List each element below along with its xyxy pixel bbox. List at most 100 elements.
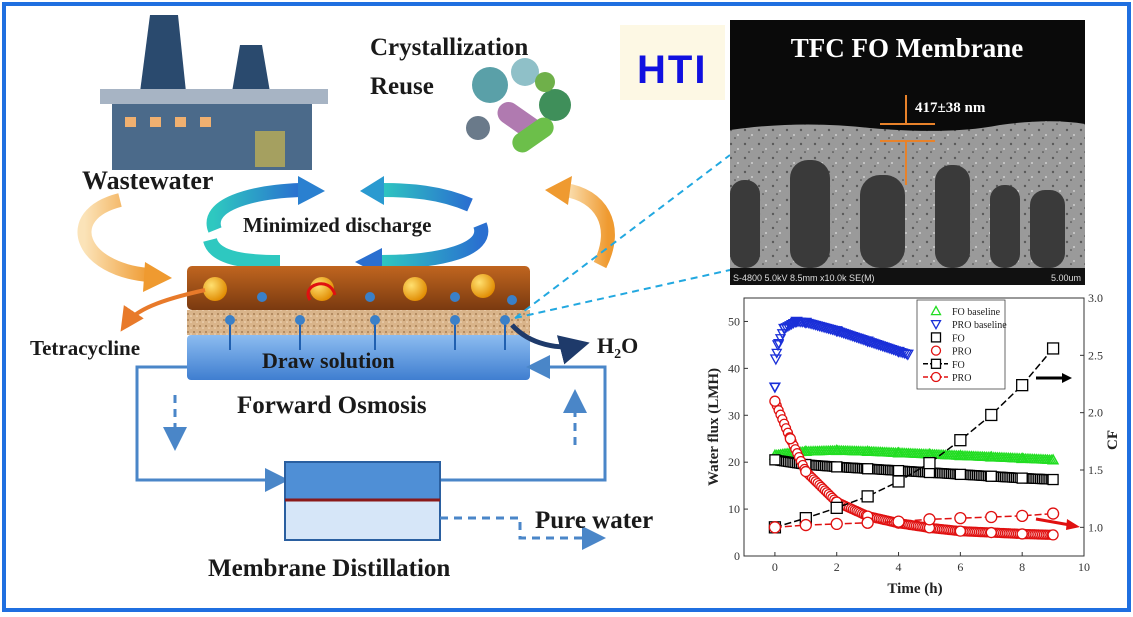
legend-marker [930, 332, 942, 343]
sem-thickness-label: 417±38 nm [915, 100, 986, 116]
fo-membrane-module [187, 266, 530, 380]
data-point [985, 408, 998, 422]
active-layer [187, 266, 530, 310]
data-point [985, 510, 998, 524]
data-point [954, 434, 967, 447]
data-point [892, 346, 905, 358]
zoom-line-bottom [514, 269, 731, 319]
sem-image [730, 20, 1085, 285]
series-line [774, 347, 1054, 529]
pure-water-label: Pure water [535, 507, 653, 534]
data-point [954, 512, 967, 525]
recirculation-loop [135, 355, 607, 492]
draw-solution-chamber [187, 335, 530, 380]
membrane-distillation-label: Membrane Distillation [208, 555, 450, 582]
data-point [861, 490, 874, 503]
data-point [985, 450, 998, 462]
data-point [892, 515, 905, 528]
minimized-discharge-cycle-arrow [203, 176, 489, 276]
data-point [1046, 507, 1060, 520]
x-tick-label: 6 [957, 560, 963, 574]
data-point [769, 354, 782, 366]
data-point [892, 464, 905, 477]
x-tick-label: 8 [1019, 560, 1025, 574]
factory-icon [100, 15, 328, 170]
series-fo-baseline-left [768, 444, 1060, 465]
data-point [892, 475, 905, 488]
x-tick-label: 2 [834, 560, 840, 574]
y-tick-label: 0 [734, 549, 740, 563]
data-point [861, 336, 874, 348]
reuse-label: Reuse [370, 73, 434, 100]
data-point [1047, 473, 1059, 486]
wastewater-feed-arrow [77, 193, 151, 282]
y2-tick-label: 2.0 [1088, 406, 1103, 420]
legend-label: PRO [952, 347, 971, 358]
legend-label: FO [952, 333, 965, 344]
y-tick-label: 20 [728, 455, 740, 469]
crystallization-label: Crystallization [370, 34, 528, 61]
data-point [771, 348, 783, 359]
wastewater-label: Wastewater [82, 166, 213, 195]
data-point [1016, 452, 1029, 464]
data-point [1016, 378, 1029, 392]
data-point [1046, 453, 1060, 465]
y2-axis-label: CF [1105, 430, 1121, 450]
data-point [861, 463, 874, 475]
data-point [768, 521, 782, 534]
y2-tick-label: 2.5 [1088, 348, 1103, 362]
x-tick-label: 4 [896, 560, 902, 574]
data-point [771, 340, 785, 352]
y-tick-label: 40 [728, 361, 740, 375]
data-point [790, 316, 803, 328]
md-module [284, 461, 441, 541]
data-point [799, 445, 812, 457]
data-point [985, 526, 997, 539]
sem-info: S-4800 5.0kV 8.5mm x10.0k SE(M) [733, 273, 875, 283]
hti-label: HTI [637, 48, 707, 92]
series-pro-baseline-left [768, 316, 914, 394]
data-point [901, 349, 914, 361]
reuse-arrow [563, 183, 615, 269]
data-point [954, 525, 967, 537]
legend-label: PRO [952, 373, 971, 384]
legend-marker [930, 358, 942, 369]
legend-marker [930, 305, 942, 316]
data-point [831, 461, 843, 473]
y2-tick-label: 1.0 [1088, 520, 1103, 534]
legend-marker [930, 319, 942, 331]
legend-label: FO baseline [952, 307, 1001, 318]
plot-area [743, 297, 1085, 557]
data-point [1047, 529, 1059, 541]
data-point [985, 470, 997, 482]
tetracycline-rejection-arrow [120, 288, 206, 332]
draw-solution-label: Draw solution [262, 348, 395, 373]
data-point [1016, 472, 1028, 484]
data-point [1016, 528, 1028, 540]
series-line [774, 512, 1054, 529]
data-point [769, 395, 781, 407]
zoom-line-top [514, 154, 731, 319]
data-point [861, 516, 874, 529]
data-point [778, 323, 791, 335]
h2o-label: H2O [597, 333, 638, 362]
data-point [768, 382, 782, 394]
sem-title: TFC FO Membrane [791, 33, 1023, 63]
data-point [1046, 342, 1060, 355]
legend-label: FO [952, 360, 965, 371]
y2-tick-label: 1.5 [1088, 463, 1103, 477]
pills-icon [466, 58, 571, 153]
x-axis-label: Time (h) [887, 581, 942, 597]
pure-water-arrow [440, 516, 606, 550]
y-tick-label: 10 [728, 502, 740, 516]
data-point [799, 518, 812, 532]
data-point [1016, 509, 1029, 523]
tetracycline-label: Tetracycline [30, 336, 140, 360]
y-tick-label: 30 [728, 408, 740, 422]
data-point [799, 317, 812, 329]
water-permeation-arrow [510, 323, 590, 365]
